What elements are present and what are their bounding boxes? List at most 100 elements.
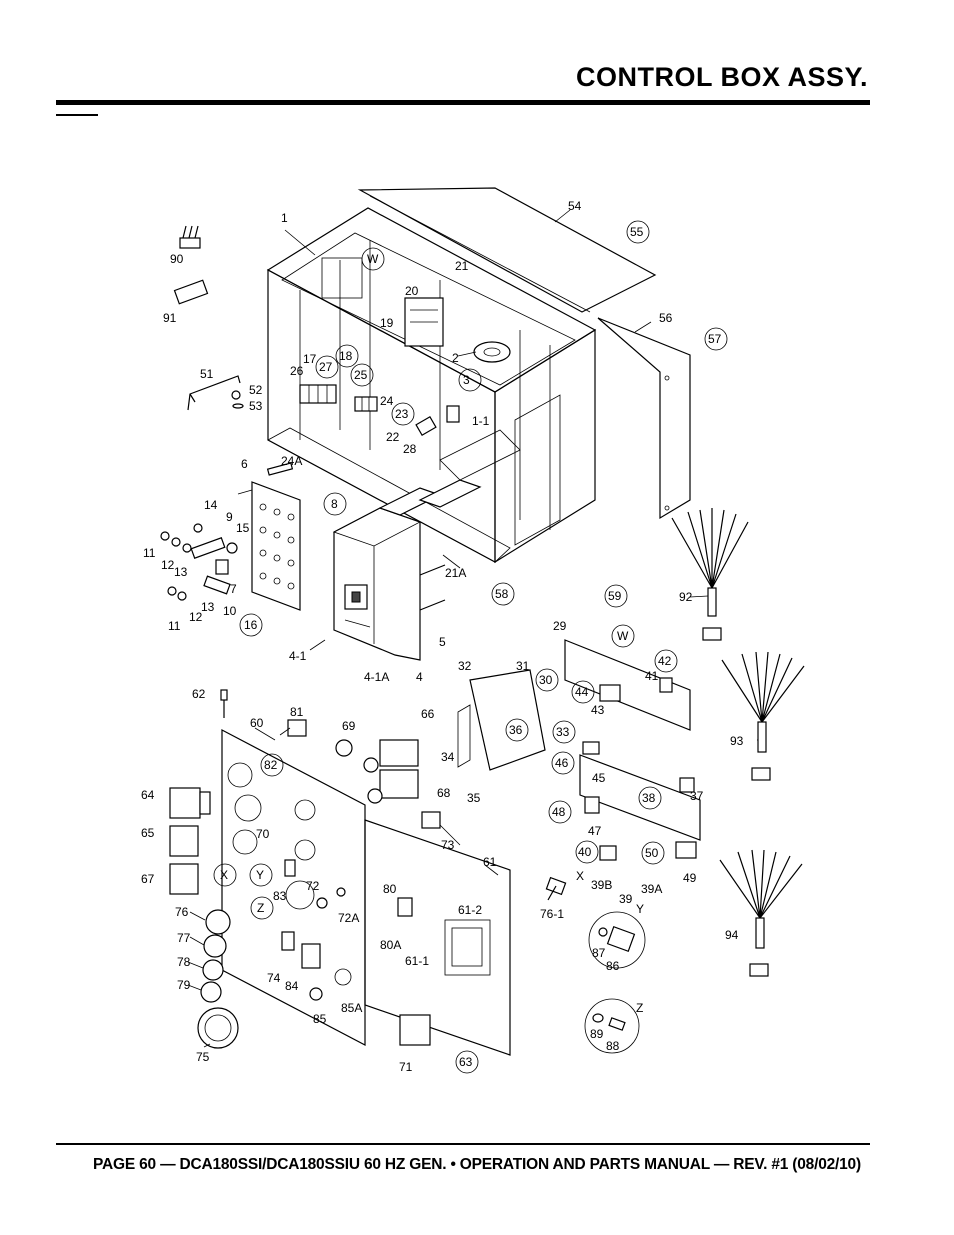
label-2: 2 — [452, 351, 459, 365]
label-84: 84 — [285, 979, 299, 993]
meter-65 — [169, 825, 199, 857]
label-43: 43 — [591, 703, 605, 717]
footer-rule — [56, 1143, 870, 1145]
gauges-76-79 — [200, 909, 231, 1003]
label-85a: 85A — [341, 1001, 362, 1015]
label-58: 58 — [495, 587, 509, 601]
label-23: 23 — [395, 407, 409, 421]
label-86: 86 — [606, 959, 620, 973]
label-39: 39 — [619, 892, 633, 906]
label-3: 3 — [463, 373, 470, 387]
label-x-detail: X — [576, 869, 584, 883]
label-73: 73 — [441, 838, 455, 852]
label-12-b: 12 — [189, 610, 203, 624]
label-8: 8 — [331, 497, 338, 511]
meter-67 — [169, 863, 199, 895]
top-cover-54 — [357, 187, 657, 313]
label-7: 7 — [230, 582, 237, 596]
label-y-detail: Y — [636, 902, 644, 916]
bus-bars — [378, 479, 482, 611]
circuit-breaker-4 — [332, 507, 422, 661]
wire-harness-93 — [721, 651, 805, 781]
label-24: 24 — [380, 394, 394, 408]
label-32: 32 — [458, 659, 472, 673]
detail-86-87 — [588, 911, 646, 969]
label-29: 29 — [553, 619, 567, 633]
label-57: 57 — [708, 332, 722, 346]
detail-88-89 — [584, 998, 640, 1054]
label-70: 70 — [256, 827, 270, 841]
label-w-2: W — [617, 629, 629, 643]
label-40: 40 — [578, 845, 592, 859]
label-31: 31 — [516, 659, 530, 673]
label-17: 17 — [303, 352, 317, 366]
label-10: 10 — [223, 604, 237, 618]
label-88: 88 — [606, 1039, 620, 1053]
meter-64 — [169, 787, 211, 819]
current-transformer-2 — [473, 341, 511, 363]
label-52: 52 — [249, 383, 263, 397]
label-25: 25 — [354, 368, 368, 382]
label-56: 56 — [659, 311, 673, 325]
label-21: 21 — [455, 259, 469, 273]
relay-panel — [457, 639, 701, 861]
label-35: 35 — [467, 791, 481, 805]
wire-harness-92 — [671, 508, 749, 641]
contactor-19-20 — [404, 297, 444, 347]
label-19: 19 — [380, 316, 394, 330]
gauge-75 — [197, 1007, 239, 1049]
label-89: 89 — [590, 1027, 604, 1041]
label-33: 33 — [556, 725, 570, 739]
label-54: 54 — [568, 199, 582, 213]
label-48: 48 — [552, 805, 566, 819]
label-w-1: W — [367, 252, 379, 266]
part-labels: 1 W 21 20 19 2 3 18 17 27 26 25 24 23 22… — [141, 199, 744, 1074]
label-14: 14 — [204, 498, 218, 512]
label-46: 46 — [555, 756, 569, 770]
label-28: 28 — [403, 442, 417, 456]
label-27: 27 — [319, 360, 333, 374]
detail-76-1 — [545, 876, 567, 901]
terminal-block-26 — [299, 384, 337, 404]
label-15: 15 — [236, 521, 250, 535]
rod-51 — [187, 375, 244, 411]
label-94: 94 — [725, 928, 739, 942]
label-53: 53 — [249, 399, 263, 413]
switches-panel-parts — [220, 689, 441, 1046]
label-80: 80 — [383, 882, 397, 896]
label-83: 83 — [273, 889, 287, 903]
label-82: 82 — [264, 758, 278, 772]
label-62: 62 — [192, 687, 206, 701]
label-49: 49 — [683, 871, 697, 885]
label-4-1a: 4-1A — [364, 670, 389, 684]
label-4-1: 4-1 — [289, 649, 307, 663]
label-59: 59 — [608, 589, 622, 603]
label-47: 47 — [588, 824, 602, 838]
title-rule-short — [56, 114, 98, 116]
label-30: 30 — [539, 673, 553, 687]
label-20: 20 — [405, 284, 419, 298]
label-11-b: 11 — [168, 619, 181, 633]
label-69: 69 — [342, 719, 356, 733]
label-1-1: 1-1 — [472, 414, 490, 428]
label-36: 36 — [509, 723, 523, 737]
label-63: 63 — [459, 1055, 473, 1069]
label-x: X — [220, 868, 228, 882]
connector-91 — [173, 279, 209, 305]
connector-28 — [415, 415, 437, 437]
label-77: 77 — [177, 931, 191, 945]
side-cover-56 — [597, 317, 691, 520]
breaker-panel-6 — [251, 481, 301, 611]
label-65: 65 — [141, 826, 155, 840]
label-z-detail: Z — [636, 1001, 643, 1015]
label-75: 75 — [196, 1050, 210, 1064]
label-circles — [213, 220, 728, 1074]
label-18: 18 — [339, 349, 353, 363]
label-51: 51 — [200, 367, 214, 381]
label-61: 61 — [483, 855, 497, 869]
label-93: 93 — [730, 734, 744, 748]
label-85: 85 — [313, 1012, 327, 1026]
label-22: 22 — [386, 430, 400, 444]
label-74: 74 — [267, 971, 281, 985]
label-71: 71 — [399, 1060, 413, 1074]
